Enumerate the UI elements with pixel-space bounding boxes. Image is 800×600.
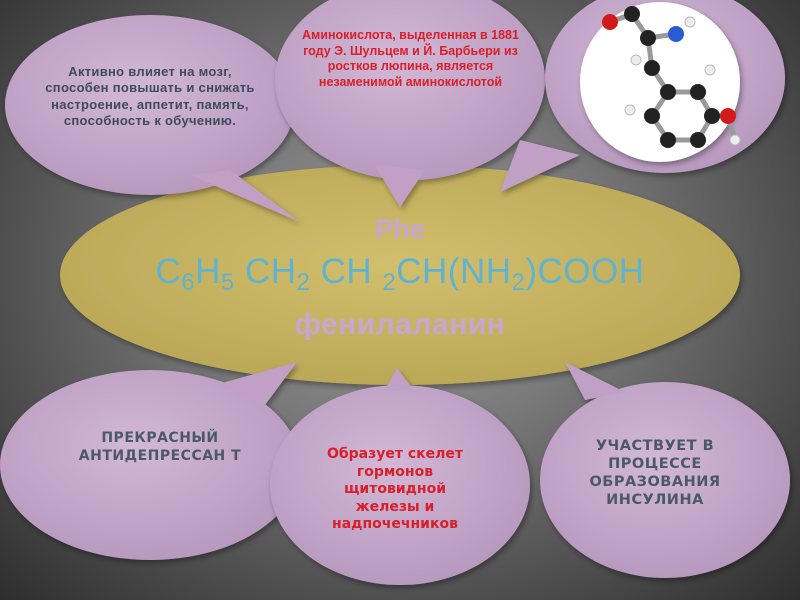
- hormone-skeleton-text: Образует скелет гормонов щитовидной желе…: [326, 446, 464, 532]
- center-ellipse: [60, 165, 740, 385]
- bubble-history: [275, 0, 545, 207]
- chemical-formula: C6H5 CH2 CH 2CH(NH2)COOH: [120, 252, 680, 297]
- formula-part: C: [155, 252, 182, 291]
- formula-subscript: 2: [382, 269, 397, 296]
- bubble-antidepressant: [0, 362, 300, 560]
- brain-effect-text: Активно влияет на мозг, способен повышат…: [45, 64, 255, 128]
- bubble-insulin: [540, 362, 790, 578]
- formula-part: )COOH: [525, 252, 645, 291]
- formula-subscript: 6: [181, 269, 196, 296]
- bubble-brain: [5, 15, 300, 222]
- amino-acid-name: фенилаланин: [294, 308, 506, 341]
- formula-part: CH(NH: [396, 252, 512, 291]
- formula-part: CH: [310, 252, 383, 291]
- molecule-icon: [580, 2, 741, 162]
- formula-subscript: 2: [511, 269, 526, 296]
- formula-part: H: [195, 252, 221, 291]
- amino-acid-abbreviation: Phe: [375, 214, 425, 244]
- formula-subscript: 5: [220, 269, 235, 296]
- insulin-text: УЧАСТВУЕТ В ПРОЦЕССЕ ОБРАЗОВАНИЯ ИНСУЛИН…: [589, 438, 721, 509]
- formula-part: CH: [234, 252, 297, 291]
- antidepressant-text: ПРЕКРАСНЫЙ АНТИДЕПРЕССАН Т: [78, 430, 242, 464]
- formula-subscript: 2: [296, 269, 311, 296]
- bubble-skeleton: [270, 368, 530, 585]
- history-text: Аминокислота, выделенная в 1881 году Э. …: [302, 28, 519, 89]
